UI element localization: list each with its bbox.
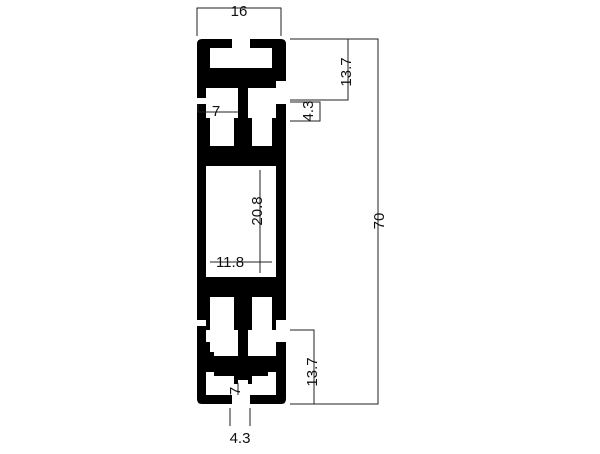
center-cavity-height-label: 20.8	[249, 196, 266, 225]
top-web	[238, 88, 248, 166]
dim-center-cavity-width: 11.8	[210, 254, 272, 271]
dim-overall-height: 70	[290, 38, 388, 405]
bottom-slot-opening-label: 4.3	[230, 430, 251, 447]
dim-bottom-slot-opening: 4.3	[229, 408, 251, 447]
right-top-notch	[276, 98, 286, 104]
center-cavity	[210, 170, 272, 273]
center-cavity-width-label: 11.8	[216, 254, 244, 271]
dim-bottom-web-width: 7	[227, 383, 244, 395]
overall-height-label: 70	[371, 213, 388, 230]
aluminium-profile	[197, 39, 286, 405]
top-channel	[210, 48, 272, 68]
left-bottom-notch	[197, 320, 206, 326]
top-slot-opening-label: 4.3	[300, 101, 317, 122]
upper-crossbar	[206, 150, 276, 166]
left-top-notch	[197, 98, 206, 104]
right-bottom-notch	[276, 320, 286, 326]
dim-top-slot-depth: 13.7	[290, 38, 355, 101]
dim-top-slot-opening: 4.3	[290, 101, 321, 122]
bottom-slot-depth-label: 13.7	[304, 357, 321, 386]
lower-right-cavity	[252, 297, 272, 352]
lower-crossbar	[206, 277, 276, 293]
overall-width-label: 16	[231, 3, 248, 20]
top-slot-depth-label: 13.7	[338, 57, 355, 86]
upper-left-cavity	[210, 92, 234, 146]
dim-top-web-width: 7	[197, 103, 238, 120]
bottom-right-channel	[252, 376, 272, 391]
bottom-web-width-label: 7	[227, 387, 244, 395]
dim-overall-width: 16	[196, 3, 282, 36]
bottom-web	[238, 277, 248, 380]
lower-left-cavity	[210, 297, 234, 352]
top-web-width-label: 7	[212, 103, 220, 120]
dim-bottom-slot-depth: 13.7	[290, 329, 321, 405]
top-slot-opening	[234, 39, 248, 52]
bottom-crossbar	[206, 356, 276, 372]
top-crossbar	[206, 72, 276, 88]
dim-center-cavity-height: 20.8	[249, 170, 266, 273]
upper-right-cavity	[252, 92, 272, 146]
bottom-left-channel	[210, 376, 234, 391]
